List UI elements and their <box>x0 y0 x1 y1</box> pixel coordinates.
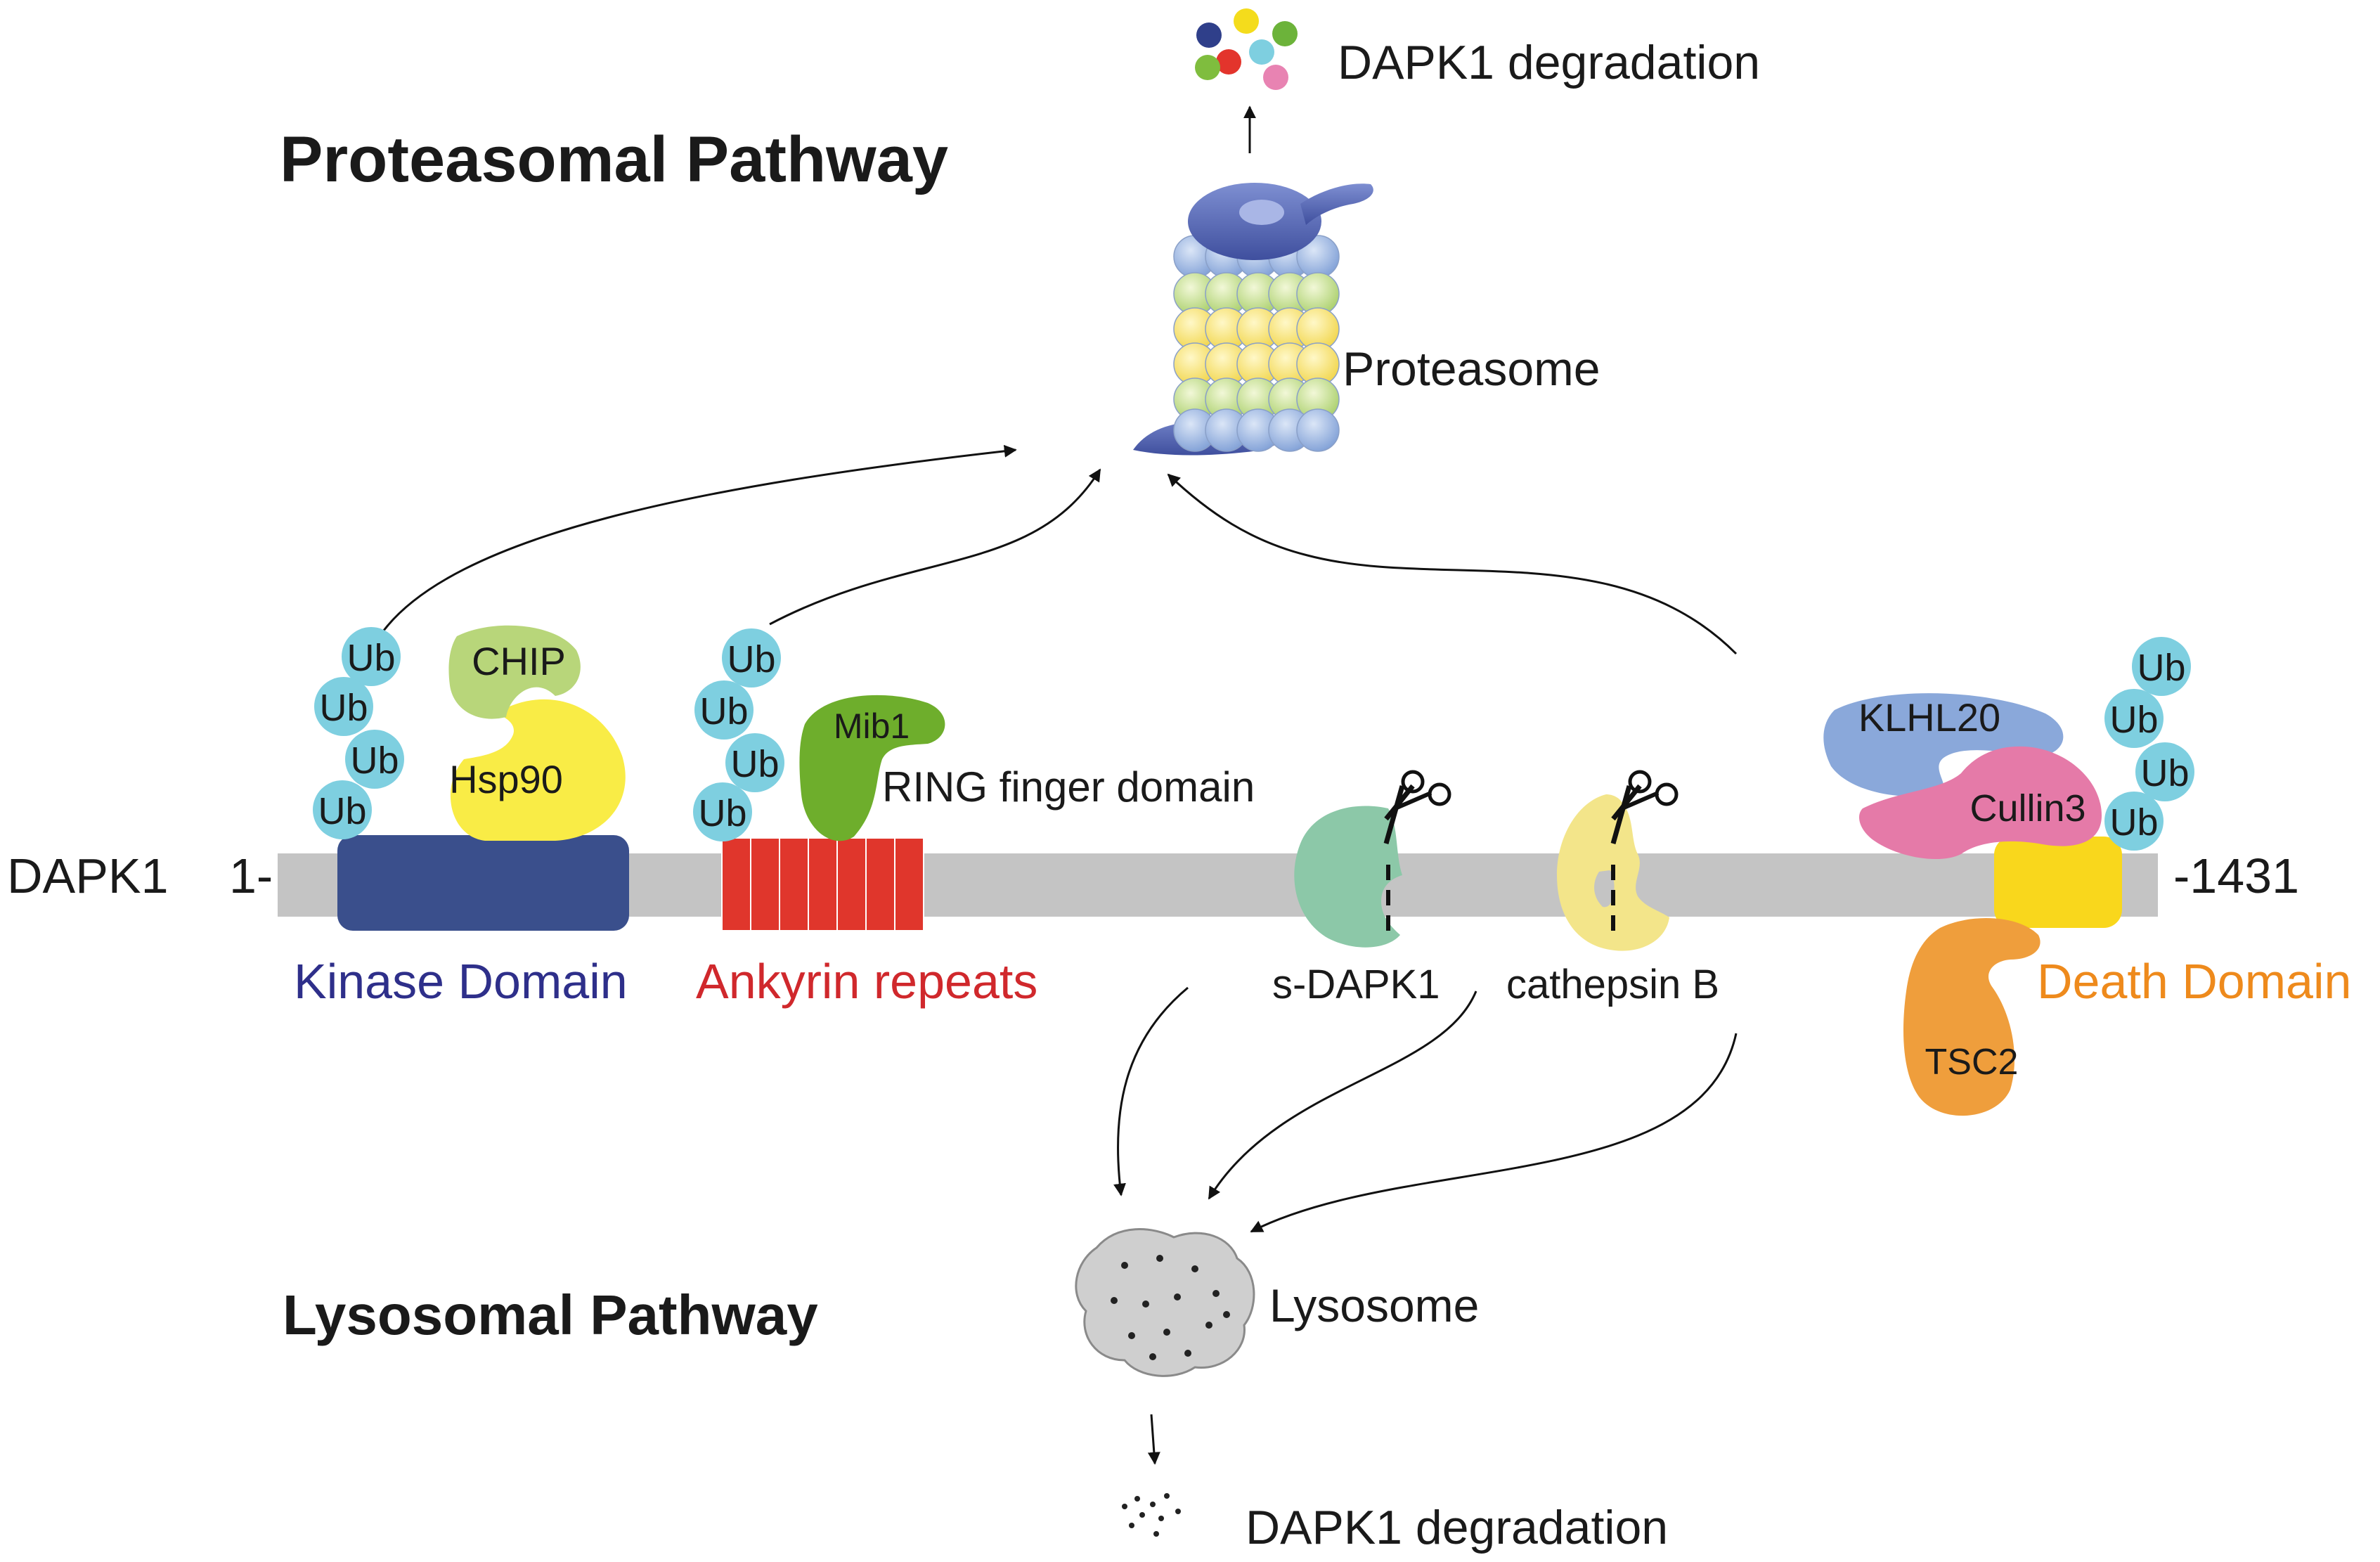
tsc2-label: TSC2 <box>1925 1042 2019 1083</box>
degradation-fragments-top <box>1195 8 1298 90</box>
ankyrin-repeat-block <box>721 837 751 931</box>
ubiquitin-icon: Ub <box>694 680 754 740</box>
klhl20-label: KLHL20 <box>1858 695 2000 740</box>
svg-text:Ub: Ub <box>2137 647 2185 689</box>
lysosomal-arrows <box>1113 986 1738 1465</box>
protein-start: 1- <box>229 848 273 903</box>
mib1-label: Mib1 <box>834 706 910 746</box>
tsc2-shape: TSC2 <box>1903 918 2041 1116</box>
scissors-icon <box>1383 770 1451 935</box>
proteasomal-pathway-title: Proteasomal Pathway <box>280 124 948 195</box>
svg-text:Ub: Ub <box>2140 752 2189 794</box>
chip-shape: CHIP <box>448 625 581 719</box>
svg-text:Ub: Ub <box>2109 699 2158 741</box>
svg-text:Ub: Ub <box>2109 801 2158 844</box>
svg-text:Ub: Ub <box>727 638 775 680</box>
lysosome-label: Lysosome <box>1269 1279 1479 1331</box>
ubiquitin-icon: Ub <box>314 677 373 736</box>
arrow-ankyrin-to-proteasome <box>769 468 1101 626</box>
hsp90-label: Hsp90 <box>449 757 563 801</box>
chip-label: CHIP <box>472 639 566 683</box>
ankyrin-repeat-block <box>750 837 780 931</box>
kinase-domain <box>337 835 629 931</box>
svg-text:Ub: Ub <box>318 790 366 832</box>
ring-finger-label: RING finger domain <box>882 763 1255 811</box>
s-dapk1-label: s-DAPK1 <box>1272 962 1440 1007</box>
ankyrin-repeat-block <box>808 837 838 931</box>
s-dapk1-shape <box>1294 806 1402 948</box>
arrow-sdapk1-to-lysosome <box>1208 990 1477 1200</box>
lysosome-icon <box>1075 1228 1255 1377</box>
proteasome-label: Proteasome <box>1343 342 1600 396</box>
ubiquitin-chain-death: Ub Ub Ub Ub <box>2104 637 2194 851</box>
svg-text:Ub: Ub <box>319 687 368 729</box>
mib1-shape: Mib1 <box>799 695 945 841</box>
cullin3-label: Cullin3 <box>1970 787 2085 830</box>
ubiquitin-icon: Ub <box>313 780 372 839</box>
ubiquitin-icon: Ub <box>2104 792 2164 851</box>
lysosomal-pathway-title: Lysosomal Pathway <box>283 1284 818 1346</box>
cathepsin-b-label: cathepsin B <box>1506 962 1719 1007</box>
death-domain <box>1994 837 2122 928</box>
ubiquitin-chain-ankyrin: Ub Ub Ub Ub <box>693 628 784 841</box>
ubiquitin-icon: Ub <box>2132 637 2191 696</box>
proteasome-subunit <box>1296 408 1340 452</box>
hsp90-shape: Hsp90 <box>449 699 626 841</box>
kinase-domain-label: Kinase Domain <box>294 954 628 1009</box>
ankyrin-repeats-label: Ankyrin repeats <box>696 954 1037 1009</box>
ankyrin-repeat-block <box>894 837 924 931</box>
ubiquitin-icon: Ub <box>2104 689 2164 748</box>
ankyrin-repeats <box>721 837 924 931</box>
scissors-icon <box>1610 770 1679 935</box>
ubiquitin-icon: Ub <box>722 628 781 688</box>
arrow-cathepsin-to-lysosome <box>1250 1033 1738 1233</box>
ankyrin-repeat-block <box>779 837 809 931</box>
arrow-kinase-to-proteasome <box>378 444 1017 637</box>
klhl20-shape: KLHL20 <box>1823 693 2064 797</box>
cullin3-shape: Cullin3 <box>1859 746 2102 860</box>
arrow-1-to-lysosome <box>1113 986 1189 1196</box>
ubiquitin-icon: Ub <box>345 730 404 789</box>
ubiquitin-icon: Ub <box>2135 742 2194 801</box>
ankyrin-repeat-block <box>836 837 867 931</box>
svg-text:Ub: Ub <box>347 637 395 679</box>
ubiquitin-chain-kinase: Ub Ub Ub Ub <box>313 627 404 839</box>
degradation-fragments-bottom <box>1122 1493 1181 1537</box>
death-domain-label: Death Domain <box>2037 954 2351 1009</box>
ankyrin-repeat-block <box>865 837 895 931</box>
degradation-label-top: DAPK1 degradation <box>1338 36 1760 89</box>
proteasomal-arrows <box>378 105 1738 655</box>
svg-text:Ub: Ub <box>730 743 779 785</box>
svg-text:Ub: Ub <box>699 690 748 732</box>
protein-end: -1431 <box>2173 848 2299 903</box>
ubiquitin-icon: Ub <box>725 733 784 792</box>
arrow-lysosome-to-degradation <box>1147 1414 1160 1465</box>
ubiquitin-icon: Ub <box>693 782 752 841</box>
svg-text:Ub: Ub <box>350 740 399 782</box>
svg-text:Ub: Ub <box>698 792 746 834</box>
protein-name: DAPK1 <box>7 848 169 903</box>
degradation-label-bottom: DAPK1 degradation <box>1246 1501 1668 1554</box>
proteasome-icon <box>1133 183 1373 456</box>
arrow-cathepsin-to-proteasome <box>1167 473 1738 655</box>
ubiquitin-icon: Ub <box>342 627 401 686</box>
